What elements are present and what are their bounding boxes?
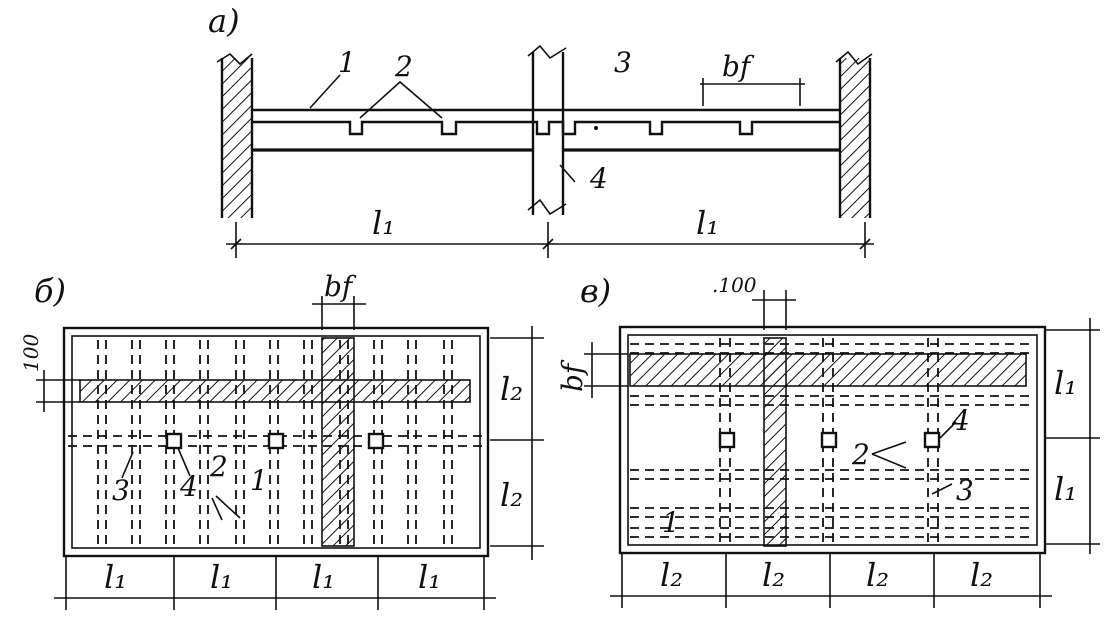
plan-b-label-1: 1 <box>250 464 268 497</box>
right-wall-break <box>835 50 873 66</box>
plan-v-label-2: 2 <box>851 438 870 471</box>
plan-b-label-4: 4 <box>179 470 198 503</box>
plan-v-inner-wall <box>627 334 1038 546</box>
left-wall-break <box>216 52 253 66</box>
plan-v-horizontal-dimension <box>610 552 1052 608</box>
flange-strip-vertical-v <box>763 337 787 547</box>
slab-section <box>252 108 840 183</box>
column-b-3 <box>367 432 385 450</box>
main-beam-b <box>68 435 486 447</box>
left-wall-hatch <box>222 58 252 218</box>
panel-v-title: в) <box>580 272 611 310</box>
plan-b-offset-label: 100 <box>19 334 43 372</box>
plan-b-leaders <box>121 447 241 521</box>
column-break-bottom <box>527 198 567 216</box>
label-1: 1 <box>338 46 356 79</box>
right-wall <box>835 50 873 218</box>
plan-v-bf-dimension <box>584 342 628 398</box>
plan-v-leaders <box>871 421 957 495</box>
bf-label: bf <box>722 50 755 83</box>
flange-strip-vertical-b <box>321 337 355 547</box>
label-3: 3 <box>614 46 632 79</box>
plan-b-horizontal-dimension <box>54 556 496 610</box>
plan-b-inner-wall <box>71 335 481 549</box>
right-wall-outline <box>838 58 872 218</box>
plan-b-span-l1-2: l₁ <box>210 558 233 596</box>
plan-v-offset-dimension <box>752 290 796 330</box>
plan-v-bf-label: bf <box>556 359 589 392</box>
plan-v-span-l1-top: l₁ <box>1054 364 1077 402</box>
panel-a-section: а) 1 2 3 4 <box>208 2 874 258</box>
leader-1 <box>309 74 341 109</box>
plan-b-label-3: 3 <box>112 474 130 507</box>
plan-v-label-1: 1 <box>662 506 680 539</box>
column-b-1 <box>165 432 183 450</box>
plan-v-offset-label: .100 <box>712 273 757 297</box>
plan-b-offset-dimension <box>36 370 80 412</box>
column-break-top <box>527 44 567 60</box>
slab-bottom-ribs <box>252 120 840 136</box>
middle-column <box>527 44 567 216</box>
span-dimension <box>226 222 874 258</box>
plan-b-vertical-dimension <box>490 326 544 560</box>
secondary-beams-v <box>630 343 1034 538</box>
column-leader <box>559 164 576 183</box>
panel-v-plan: в) 4 2 3 1 .100 bf l₁ l₁ l₂ l₂ <box>556 272 1100 608</box>
plan-v-label-3: 3 <box>956 474 974 507</box>
span-l1-right: l₁ <box>696 204 719 242</box>
panel-a-title: а) <box>208 2 240 40</box>
flange-strip-horizontal-v <box>629 353 1027 387</box>
span-l1-left: l₁ <box>372 204 395 242</box>
plan-v-vertical-dimension <box>1046 318 1100 554</box>
span-ticks <box>230 238 871 250</box>
left-wall-outline <box>220 58 254 218</box>
column-v-2 <box>820 431 838 449</box>
plan-b-label-2: 2 <box>209 450 228 483</box>
point-3 <box>594 126 598 130</box>
panel-b-plan: б) 3 4 2 1 bf 100 l₂ l₂ l₁ l₁ l <box>19 270 544 610</box>
plan-b-span-l1-4: l₁ <box>418 558 441 596</box>
panel-b-title: б) <box>34 272 66 310</box>
right-wall-hatch <box>840 58 870 218</box>
column-v-3 <box>923 431 941 449</box>
plan-v-outer-wall <box>618 325 1047 555</box>
plan-b-span-l2-bottom: l₂ <box>500 476 523 514</box>
left-wall <box>216 52 254 218</box>
plan-b-span-l1-3: l₁ <box>312 558 335 596</box>
label-2: 2 <box>394 50 413 83</box>
bf-dimension <box>700 78 805 106</box>
plan-b-bf-dimension <box>312 296 366 330</box>
leader-2 <box>359 80 443 119</box>
plan-b-bf-label: bf <box>324 270 357 303</box>
plan-v-label-4: 4 <box>951 404 970 437</box>
plan-v-span-l2-3: l₂ <box>866 556 889 594</box>
column-b-2 <box>267 432 285 450</box>
plan-v-span-l2-2: l₂ <box>762 556 785 594</box>
plan-v-span-l2-1: l₂ <box>660 556 683 594</box>
column-v-1 <box>718 431 736 449</box>
flange-strip-horizontal-b <box>79 379 471 403</box>
label-4: 4 <box>589 162 608 195</box>
plan-v-span-l1-bottom: l₁ <box>1054 470 1077 508</box>
plan-v-span-l2-4: l₂ <box>970 556 993 594</box>
plan-b-span-l2-top: l₂ <box>500 370 523 408</box>
plan-b-span-l1-1: l₁ <box>104 558 127 596</box>
